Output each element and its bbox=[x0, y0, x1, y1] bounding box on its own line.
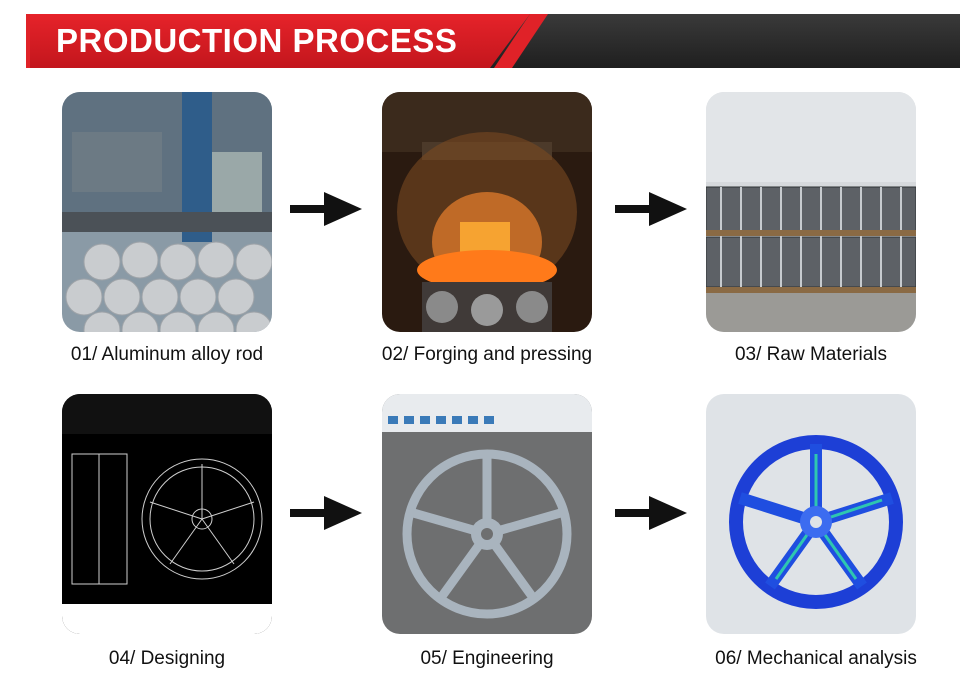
step-05-photo bbox=[382, 394, 592, 634]
mechanical-analysis-image bbox=[706, 394, 916, 634]
banner-dark-bar bbox=[470, 14, 960, 68]
step-01-photo bbox=[62, 92, 272, 332]
arrow-right-icon bbox=[290, 496, 362, 530]
step-02-photo bbox=[382, 92, 592, 332]
header-banner: PRODUCTION PROCESS bbox=[0, 0, 976, 70]
page-title: PRODUCTION PROCESS bbox=[56, 22, 458, 59]
banner-edge bbox=[26, 14, 32, 68]
raw-materials-image bbox=[706, 92, 916, 332]
step-04-label: 04/ Designing bbox=[108, 648, 226, 669]
designing-cad-image bbox=[62, 394, 272, 634]
step-02-label: 02/ Forging and pressing bbox=[381, 344, 593, 365]
step-06-photo bbox=[706, 394, 916, 634]
step-04-photo bbox=[62, 394, 272, 634]
arrow-right-icon bbox=[615, 192, 687, 226]
banner-red-bar bbox=[30, 14, 530, 68]
arrow-right-icon bbox=[615, 496, 687, 530]
step-03-photo bbox=[706, 92, 916, 332]
engineering-model-image bbox=[382, 394, 592, 634]
aluminum-rod-image bbox=[62, 92, 272, 332]
step-01-label: 01/ Aluminum alloy rod bbox=[70, 344, 264, 365]
step-03-label: 03/ Raw Materials bbox=[734, 344, 888, 365]
forging-image bbox=[382, 92, 592, 332]
arrow-right-icon bbox=[290, 192, 362, 226]
step-05-label: 05/ Engineering bbox=[420, 648, 554, 669]
step-06-label: 06/ Mechanical analysis bbox=[715, 648, 917, 669]
